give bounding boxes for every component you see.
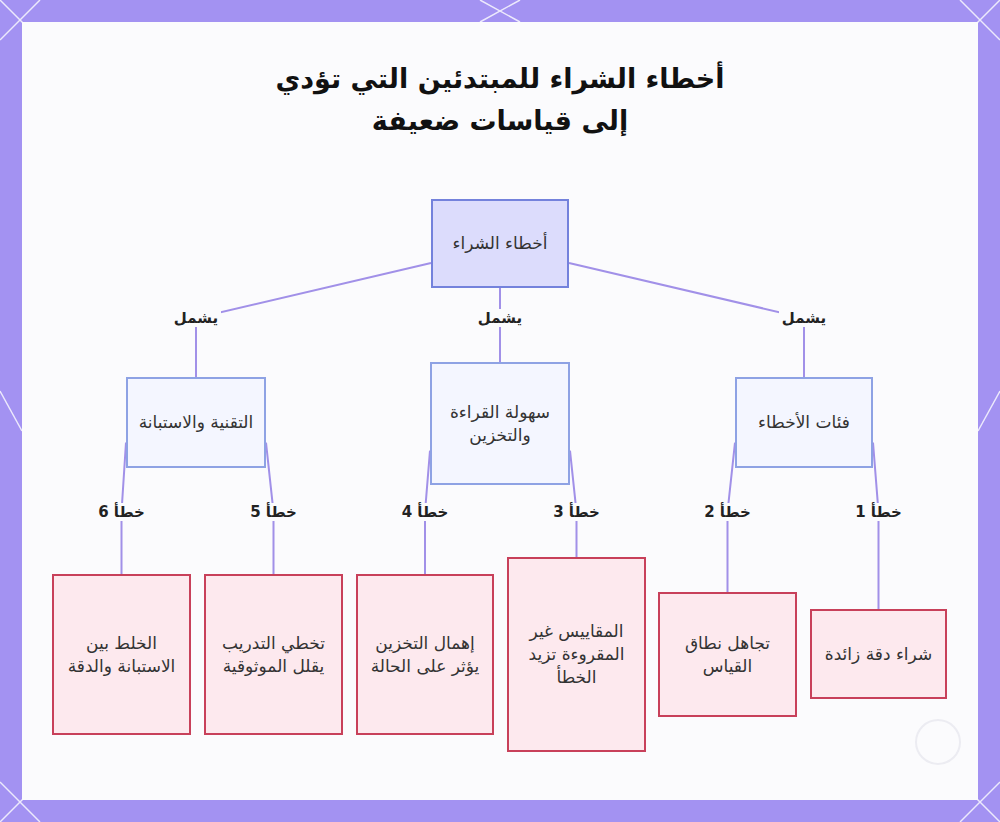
node-label: شراء دقة زائدة — [815, 635, 942, 674]
category-box: فئات الأخطاء — [735, 377, 873, 468]
connector — [569, 263, 804, 377]
edge-label: خطأ 3 — [550, 503, 603, 521]
category-box: سهولة القراءة والتخزين — [430, 362, 570, 485]
panel — [22, 22, 978, 800]
root-box: أخطاء الشراء — [431, 199, 569, 288]
error-box: إهمال التخزين يؤثر على الحالة — [356, 574, 494, 735]
node-label: التقنية والاستبانة — [129, 403, 264, 442]
edge-label: يشمل — [475, 309, 525, 327]
node-label: أخطاء الشراء — [443, 224, 558, 263]
error-box: تخطي التدريب يقلل الموثوقية — [204, 574, 343, 735]
edge-label: خطأ 2 — [701, 503, 754, 521]
node-label: تخطي التدريب يقلل الموثوقية — [206, 624, 341, 686]
error-box: تجاهل نطاق القياس — [658, 592, 797, 717]
node-label: سهولة القراءة والتخزين — [432, 393, 568, 455]
edge-label: يشمل — [779, 309, 829, 327]
edge-label: خطأ 6 — [95, 503, 148, 521]
node-label: فئات الأخطاء — [748, 403, 860, 442]
error-box: شراء دقة زائدة — [810, 609, 947, 699]
edge-label: خطأ 5 — [247, 503, 300, 521]
error-box: المقاييس غير المقروءة تزيد الخطأ — [507, 557, 646, 752]
node-label: تجاهل نطاق القياس — [660, 624, 795, 686]
edge-label: خطأ 1 — [852, 503, 905, 521]
category-box: التقنية والاستبانة — [126, 377, 266, 468]
logo-mark — [916, 720, 960, 764]
node-label: الخلط بين الاستبانة والدقة — [54, 624, 189, 686]
node-label: المقاييس غير المقروءة تزيد الخطأ — [509, 612, 644, 697]
node-label: إهمال التخزين يؤثر على الحالة — [358, 624, 492, 686]
connector — [196, 263, 431, 377]
diagram-title: أخطاء الشراء للمبتدئين التي تؤدي إلى قيا… — [250, 58, 750, 142]
connector — [873, 443, 879, 609]
edge-label: يشمل — [171, 309, 221, 327]
edge-label: خطأ 4 — [399, 503, 452, 521]
error-box: الخلط بين الاستبانة والدقة — [52, 574, 191, 735]
